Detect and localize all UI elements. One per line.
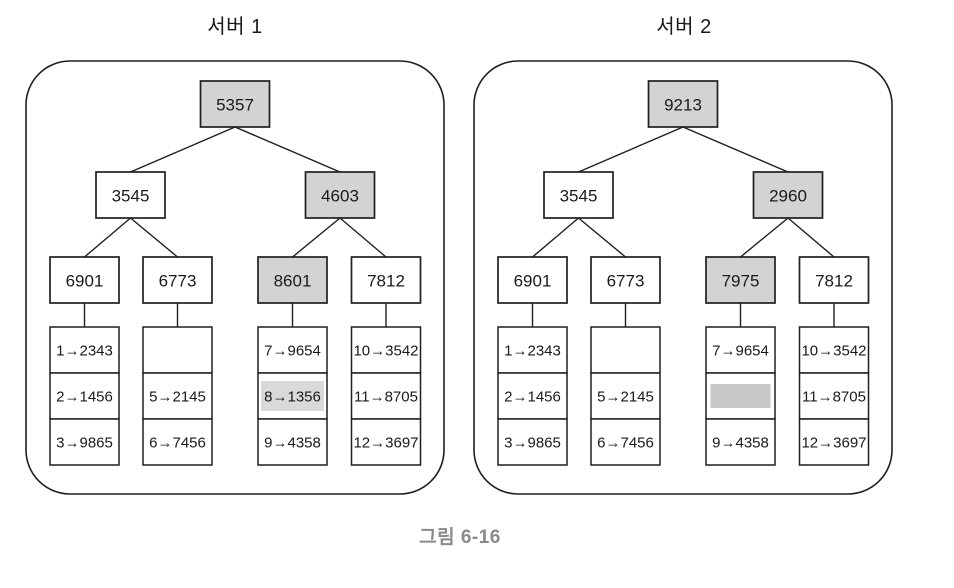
edge-level2-to-leaf [339,217,387,258]
leaf-hash-node-label: 7812 [367,272,405,291]
internal-hash-node-box [95,171,166,219]
bucket-entry-text: 1→2343 [56,343,113,360]
internal-hash-node-shaded-box [304,171,376,219]
bucket-cell [497,326,568,374]
bucket-cell [798,326,870,374]
root-hash-node-shaded-box [647,80,719,128]
bucket-cell [705,418,776,466]
bucket-cell [350,372,422,420]
bucket-entry-text: 5→2145 [149,389,206,406]
internal-hash-node-shaded-box [752,171,824,219]
root-hash-node-shaded-box [199,80,271,128]
leaf-hash-node-box [590,256,661,304]
leaf-hash-node-box [142,256,213,304]
bucket-cell [590,326,661,374]
bucket-cell [590,418,661,466]
bucket-entry-text: 2→1456 [56,389,113,406]
bucket-entry-text: 11→8705 [802,389,866,406]
bucket-cell [49,418,120,466]
bucket-entry-text: 2→1456 [504,389,561,406]
leaf-hash-node-label: 7812 [815,272,853,291]
edge-level2-to-leaf [787,217,835,258]
bucket-cell [705,326,776,374]
bucket-entry-text: 1→2343 [504,343,561,360]
leaf-hash-node-box [798,256,870,304]
edge-level2-to-leaf [532,217,579,258]
leaf-hash-node-shaded-box [705,256,776,304]
server1-title: 서버 1 [207,16,263,38]
bucket-entry-text: 9→4358 [712,435,769,452]
leaf-hash-node-label: 6773 [607,272,645,291]
bucket-cell [798,372,870,420]
leaf-hash-node-label: 6901 [514,272,552,291]
root-hash-node-label: 9213 [664,96,702,115]
leaf-hash-node-box [49,256,120,304]
highlighted-entry-background [261,381,324,411]
bucket-entry-text: 7→9654 [264,343,321,360]
bucket-cell [497,418,568,466]
leaf-hash-node-label: 7975 [722,272,760,291]
bucket-cell [142,418,213,466]
edge-root-to-level2 [682,126,789,173]
server-panel [473,60,893,495]
bucket-entry-text: 11→8705 [354,389,418,406]
edge-level2-to-leaf [130,217,178,258]
edge-level2-to-leaf [292,217,341,258]
leaf-hash-node-label: 6901 [66,272,104,291]
leaf-hash-node-box [497,256,568,304]
bucket-entry-text: 3→9865 [504,435,561,452]
leaf-hash-node-label: 8601 [274,272,312,291]
edge-level2-to-leaf [578,217,626,258]
bucket-cell [49,372,120,420]
server2-title: 서버 2 [656,16,712,38]
edge-root-to-level2 [578,126,684,173]
internal-hash-node-label: 3545 [112,187,150,206]
bucket-entry-text: 6→7456 [597,435,654,452]
erased-entry-block [710,384,771,408]
figure-caption: 그림 6-16 [419,527,501,548]
root-hash-node-label: 5357 [216,96,254,115]
bucket-entry-text: 7→9654 [712,343,769,360]
edge-level2-to-leaf [84,217,131,258]
leaf-hash-node-label: 6773 [159,272,197,291]
bucket-entry-text: 12→3697 [801,435,866,452]
server-panel-group-1 [25,60,445,495]
internal-hash-node-label: 4603 [321,187,359,206]
bucket-entry-text: 8→1356 [264,389,321,406]
bucket-cell [798,418,870,466]
bucket-cell [142,326,213,374]
edge-level2-to-leaf [740,217,789,258]
bucket-cell [350,326,422,374]
bucket-entry-text: 12→3697 [353,435,418,452]
bucket-entry-text: 3→9865 [56,435,113,452]
bucket-cell [142,372,213,420]
edge-root-to-level2 [130,126,236,173]
server-panel [25,60,445,495]
bucket-entry-text: 5→2145 [597,389,654,406]
bucket-entry-text: 9→4358 [264,435,321,452]
bucket-cell [257,418,328,466]
bucket-entry-text: 6→7456 [149,435,206,452]
edge-root-to-level2 [234,126,341,173]
internal-hash-node-box [543,171,614,219]
bucket-entry-text: 10→3542 [801,343,866,360]
bucket-cell [497,372,568,420]
internal-hash-node-label: 2960 [769,187,807,206]
internal-hash-node-label: 3545 [560,187,598,206]
bucket-entry-text: 10→3542 [353,343,418,360]
bucket-cell [590,372,661,420]
leaf-hash-node-shaded-box [257,256,328,304]
bucket-cell [350,418,422,466]
leaf-hash-node-box [350,256,422,304]
server-panel-group-2 [473,60,893,495]
